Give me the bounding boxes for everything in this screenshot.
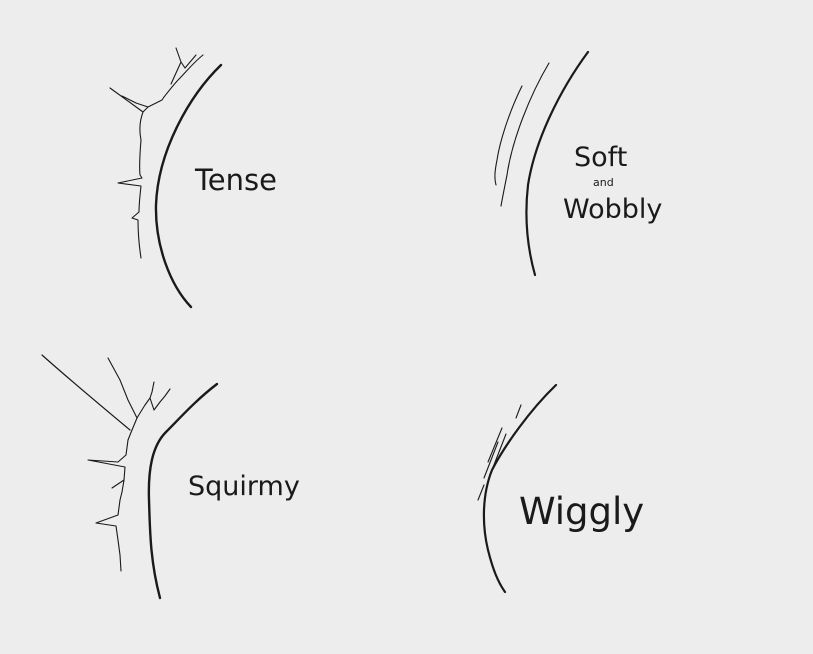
and-label: and [593, 176, 614, 189]
soft-label: Soft [574, 142, 627, 173]
wiggly-tick-2 [491, 433, 507, 471]
wiggly-sketch: Wiggly [477, 383, 644, 594]
wiggly-tick-5 [477, 484, 485, 501]
squirmy-spike-3 [149, 381, 155, 399]
tense-spike-line [109, 54, 204, 259]
wiggly-label: Wiggly [519, 490, 644, 533]
wiggly-tick-4 [515, 404, 522, 419]
soft-wobbly-sketch: Soft and Wobbly [494, 50, 662, 277]
wiggly-main-curve [482, 383, 558, 594]
soft-soft-line-2 [494, 85, 523, 186]
tense-sketch: Tense [109, 47, 277, 309]
soft-soft-line-1 [500, 62, 550, 207]
squirmy-spike-2 [107, 357, 138, 419]
soft-main-curve [525, 50, 590, 277]
tense-spike-small [121, 95, 149, 108]
squirmy-long-spike [41, 354, 131, 431]
squirmy-label: Squirmy [188, 471, 300, 502]
wiggly-tick-3 [483, 441, 499, 479]
wiggly-tick-1 [487, 427, 503, 463]
tense-label: Tense [194, 163, 277, 197]
tense-spike-top [170, 47, 197, 85]
squirmy-spike-line [87, 388, 171, 572]
wobbly-label: Wobbly [563, 194, 662, 225]
tense-main-curve [154, 63, 223, 309]
squirmy-sketch: Squirmy [41, 354, 300, 600]
squirmy-spike-4 [111, 479, 125, 489]
squirmy-main-curve [147, 382, 219, 600]
